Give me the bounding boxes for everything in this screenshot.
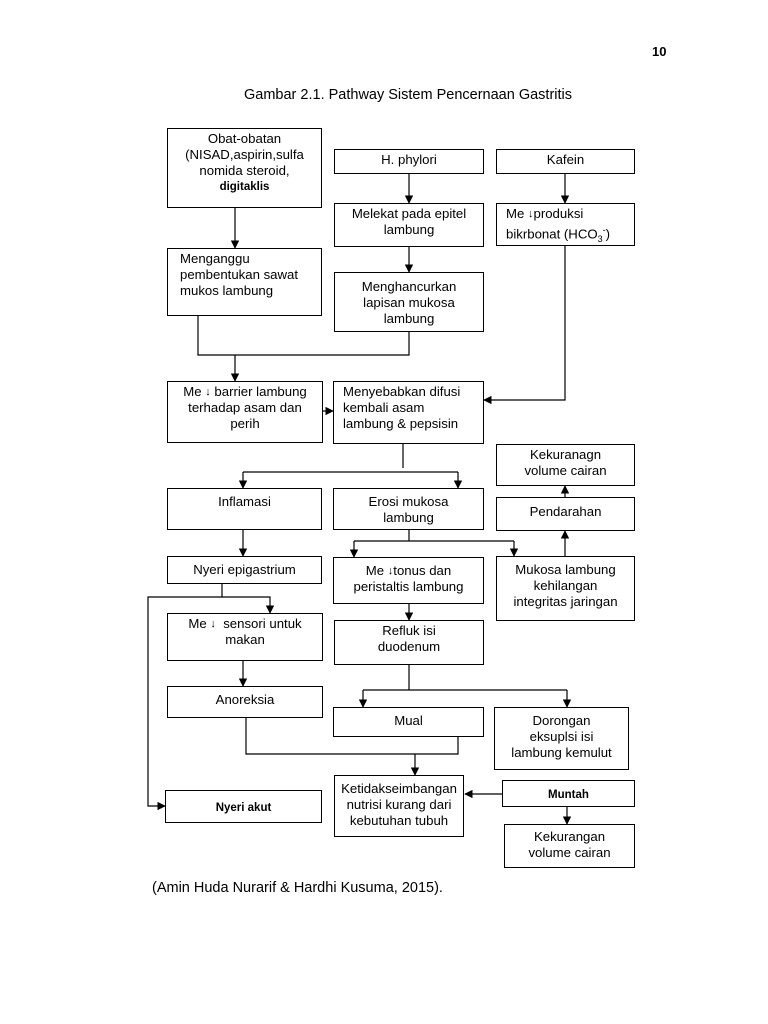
node-melekat: Melekat pada epitel lambung bbox=[334, 203, 484, 247]
node-kekurangan-volume-cairan-1: Kekuranagn volume cairan bbox=[496, 444, 635, 486]
node-difusi-asam: Menyebabkan difusi kembali asam lambung … bbox=[333, 381, 484, 444]
node-mual: Mual bbox=[333, 707, 484, 737]
node-muntah: Muntah bbox=[502, 780, 635, 807]
decrease-arrow-icon: ↓ bbox=[205, 386, 211, 398]
node-tonus-peristaltis: Me ↓tonus dan peristaltis lambung bbox=[333, 557, 484, 604]
node-barrier-lambung: Me ↓ barrier lambung terhadap asam dan p… bbox=[167, 381, 323, 443]
node-mukosa-kehilangan-integritas: Mukosa lambung kehilangan integritas jar… bbox=[496, 556, 635, 621]
node-sensori-makan: Me ↓ sensori untuk makan bbox=[167, 613, 323, 661]
node-refluk-duodenum: Refluk isi duodenum bbox=[334, 620, 484, 665]
node-h-phylori: H. phylori bbox=[334, 149, 484, 174]
node-pendarahan: Pendarahan bbox=[496, 497, 635, 531]
node-menghancurkan: Menghancurkan lapisan mukosa lambung bbox=[334, 272, 484, 332]
node-nyeri-epigastrium: Nyeri epigastrium bbox=[167, 556, 322, 584]
node-produksi-bikarbonat: Me ↓produksi bikrbonat (HCO3-) bbox=[496, 203, 635, 246]
node-erosi-mukosa: Erosi mukosa lambung bbox=[333, 488, 484, 530]
node-kekurangan-volume-cairan-2: Kekurangan volume cairan bbox=[504, 824, 635, 868]
decrease-arrow-icon: ↓ bbox=[210, 618, 216, 630]
citation: (Amin Huda Nurarif & Hardhi Kusuma, 2015… bbox=[152, 880, 443, 896]
node-dorongan-eksuplsi: Dorongan eksuplsi isi lambung kemulut bbox=[494, 707, 629, 770]
node-anoreksia: Anoreksia bbox=[167, 686, 323, 718]
figure-caption: Gambar 2.1. Pathway Sistem Pencernaan Ga… bbox=[244, 87, 573, 103]
node-mengganggu: Menganggu pembentukan sawat mukos lambun… bbox=[167, 248, 322, 316]
node-inflamasi: Inflamasi bbox=[167, 488, 322, 530]
decrease-arrow-icon: ↓ bbox=[387, 565, 394, 577]
node-kafein: Kafein bbox=[496, 149, 635, 174]
node-obat-obatan: Obat-obatan (NISAD,aspirin,sulfa nomida … bbox=[167, 128, 322, 208]
node-nyeri-akut: Nyeri akut bbox=[165, 790, 322, 823]
node-ketidakseimbangan-nutrisi: Ketidakseimbangan nutrisi kurang dari ke… bbox=[334, 775, 464, 837]
page-number: 10 bbox=[652, 44, 667, 59]
decrease-arrow-icon: ↓ bbox=[528, 208, 534, 220]
